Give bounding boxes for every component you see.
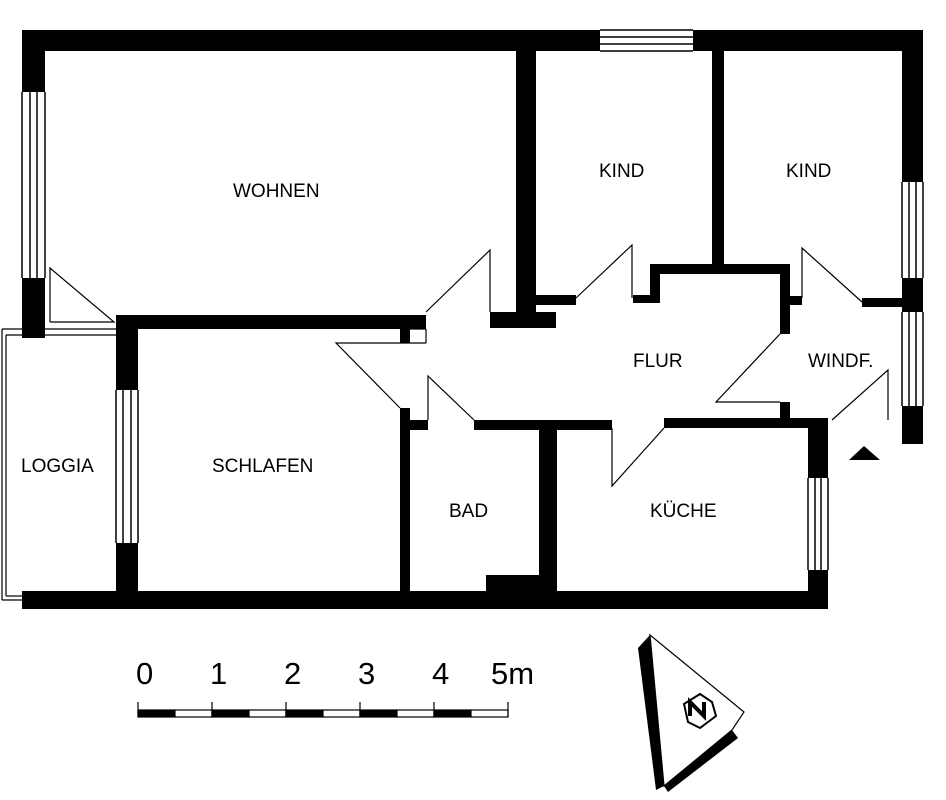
wall-schlafen-left-upper [116, 315, 138, 390]
scale-label-0: 0 [136, 656, 153, 691]
door-entrance [831, 368, 889, 421]
room-label-schlafen: SCHLAFEN [212, 456, 313, 477]
wall-bad-top-left [400, 420, 428, 430]
scale-bar: 0 1 2 3 4 5m [136, 656, 534, 718]
door-kind1 [575, 243, 633, 299]
room-label-loggia: LOGGIA [21, 456, 94, 477]
window-kind2 [901, 182, 924, 278]
wall-flur-bump-stub [633, 295, 660, 303]
wall-kueche-right-lower [808, 570, 828, 609]
north-arrow-icon [638, 633, 745, 792]
wall-kind1-bottom [536, 295, 576, 305]
door-kueche [611, 427, 665, 488]
room-label-kueche: KÜCHE [650, 501, 717, 522]
window-wohnen [21, 92, 46, 278]
scale-bar-segments [137, 702, 509, 718]
room-label-kind2: KIND [786, 161, 831, 182]
door-bad [427, 374, 475, 421]
door-loggia [49, 266, 116, 323]
window-kind1 [600, 29, 693, 52]
wall-left-upper [22, 30, 45, 92]
door-swings [49, 243, 889, 488]
scale-label-1: 1 [210, 656, 227, 691]
wall-windf-left [780, 402, 790, 424]
entrance-marker-icon [849, 446, 880, 460]
wall-kueche-right-upper [808, 424, 828, 478]
room-label-kind1: KIND [599, 161, 644, 182]
wall-bad-shaft [486, 575, 557, 609]
room-label-wohnen: WOHNEN [233, 181, 320, 202]
wall-schlafen-bad [400, 408, 410, 609]
scale-label-5: 5m [491, 656, 534, 691]
wall-wohnen-schlafen [116, 315, 426, 329]
scale-label-2: 2 [284, 656, 301, 691]
wall-bottom [22, 591, 828, 609]
wall-wohnen-kind [516, 30, 536, 328]
window-schlafen [115, 390, 139, 543]
wall-flur-bump-left [650, 264, 660, 302]
wall-right-upper [902, 30, 923, 182]
loggia-outline [1, 328, 116, 601]
wall-schlafen-left-lower [116, 543, 138, 609]
wall-left-lower [22, 278, 45, 338]
wall-flur-bump-top [650, 264, 788, 274]
wall-kind2-bottom-right [862, 298, 902, 307]
room-label-windf: WINDF. [808, 351, 873, 372]
scale-label-3: 3 [358, 656, 375, 691]
room-labels: WOHNEN KIND KIND FLUR WINDF. LOGGIA SCHL… [21, 161, 873, 522]
wall-kind2-bottom-left [780, 296, 802, 305]
scale-label-4: 4 [432, 656, 449, 691]
door-schlafen [334, 342, 426, 409]
door-windf-inner [714, 333, 781, 403]
window-windf [901, 312, 924, 406]
windows [21, 29, 924, 570]
room-label-bad: BAD [449, 501, 488, 522]
wall-bad-kueche [539, 420, 557, 609]
window-kueche [807, 478, 829, 570]
wall-kueche-top [664, 418, 828, 428]
wall-top-right [693, 30, 923, 51]
room-label-flur: FLUR [633, 351, 683, 372]
wall-kind-kind [712, 30, 724, 270]
wall-schlafen-bad-upper [400, 329, 410, 343]
door-kind2 [801, 246, 863, 303]
outer-walls [22, 30, 923, 609]
door-wohnen [425, 248, 491, 313]
wall-right-mid [902, 278, 923, 312]
interior-walls [116, 30, 902, 609]
wall-top-left [22, 30, 600, 51]
wall-right-lower [902, 406, 923, 444]
wall-wohnen-flur-stub [490, 312, 556, 328]
